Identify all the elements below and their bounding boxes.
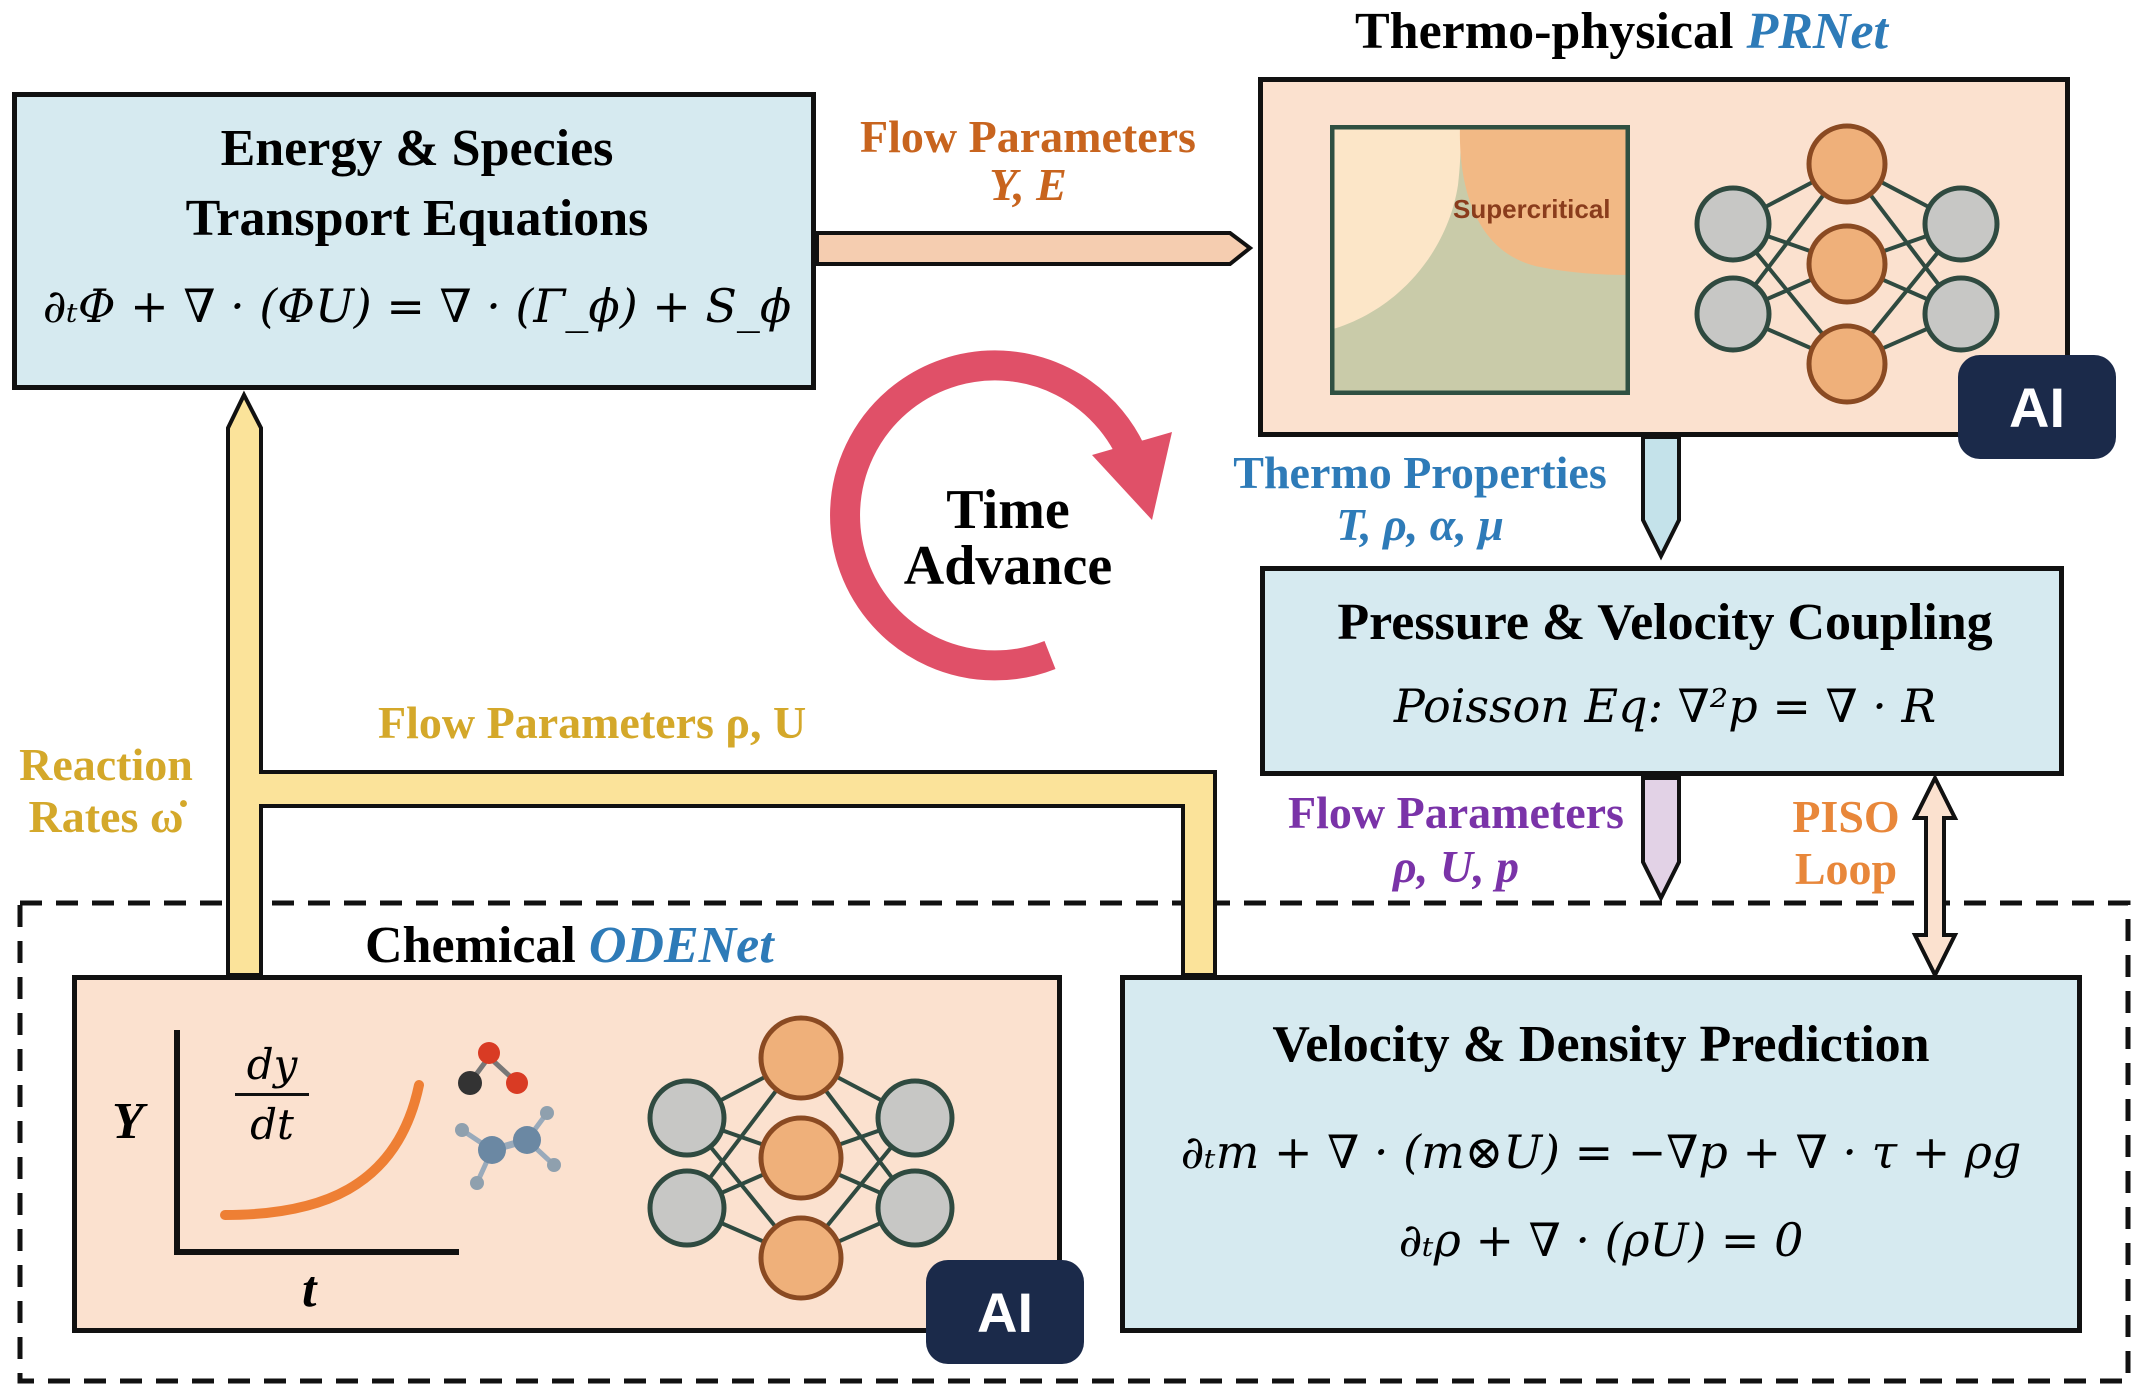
phase-diagram: [1330, 125, 1630, 395]
neural-network-icon: [1694, 123, 2000, 405]
thermo-prnet-box: Supercritical: [1258, 77, 2070, 437]
velocity-density-box: Velocity & Density Prediction ∂ₜm + ∇ · …: [1120, 975, 2082, 1333]
time-advance-line1: Time: [946, 479, 1070, 541]
flow-params-top-vars: Y, E: [989, 159, 1067, 210]
molecule-icons: [455, 1042, 561, 1190]
arrow-reaction-rates-path: [226, 390, 1217, 977]
thermo-heading-prefix: Thermo-physical: [1355, 3, 1747, 60]
pressure-box-title: Pressure & Velocity Coupling: [1337, 594, 1993, 651]
energy-box-title-line1: Energy & Species: [220, 120, 614, 177]
arrow-flow-rho-u-p: [1641, 776, 1681, 903]
velocity-box-eq1: ∂ₜm + ∇ · (m⊗U) = −∇p + ∇ · τ + ρg: [1180, 1125, 2022, 1179]
neural-network-icon: [647, 1015, 955, 1301]
supercritical-label: Supercritical: [1453, 194, 1611, 224]
chemical-ai-badge: AI: [926, 1260, 1084, 1364]
ai-region-dashed-border: [17, 900, 2131, 1384]
time-advance-arrowhead: [1092, 432, 1172, 520]
thermo-ai-badge: AI: [1958, 355, 2116, 459]
ode-curve-plot: [174, 1030, 459, 1255]
reaction-rates-line1: Reaction: [19, 739, 193, 790]
energy-box-equation: ∂ₜΦ + ∇ · (ΦU) = ∇ · (Γ_ϕ) + S_ϕ: [42, 279, 792, 333]
time-advance-cycle-icon: [830, 350, 1153, 681]
piso-line2: Loop: [1794, 843, 1898, 894]
flow-params-top-label: Flow Parameters: [860, 111, 1196, 162]
thermo-heading: Thermo-physical PRNet: [1355, 2, 1888, 61]
reaction-rates-line2: Rates ω̇: [28, 791, 184, 842]
thermo-properties-vars: T, ρ, α, μ: [1336, 499, 1504, 550]
velocity-box-eq2: ∂ₜρ + ∇ · (ρU) = 0: [1398, 1213, 1804, 1267]
ode-frac-numerator: dy: [246, 1040, 298, 1089]
ethylene-molecule-icon: [455, 1106, 561, 1190]
ode-frac-bar: [235, 1093, 309, 1096]
flow-params-right-label: Flow Parameters: [1288, 787, 1624, 838]
velocity-box-title: Velocity & Density Prediction: [1272, 1016, 1930, 1073]
ode-frac-denominator: dt: [250, 1100, 294, 1149]
chemical-odenet-box: Y t dy dt: [72, 975, 1062, 1333]
chemical-heading-name: ODENet: [588, 917, 774, 974]
pressure-box-equation: Poisson Eq: ∇²p = ∇ · R: [1393, 679, 1937, 733]
flow-params-right-vars: ρ, U, p: [1393, 841, 1519, 892]
arrow-flow-ye: [815, 231, 1254, 266]
co2-molecule-icon: [458, 1042, 528, 1095]
pressure-velocity-box: Pressure & Velocity Coupling Poisson Eq:…: [1260, 566, 2064, 776]
piso-line1: PISO: [1792, 791, 1900, 842]
flow-params-mid-label: Flow Parameters ρ, U: [378, 697, 807, 748]
thermo-heading-name: PRNet: [1746, 3, 1888, 60]
arrow-thermo-properties: [1641, 435, 1681, 561]
arrow-piso-loop: [1911, 773, 1959, 980]
time-advance-line2: Advance: [903, 535, 1113, 597]
chemical-heading: Chemical ODENet: [365, 916, 774, 975]
energy-species-box: Energy & Species Transport Equations ∂ₜΦ…: [12, 92, 816, 390]
energy-box-title-line2: Transport Equations: [185, 190, 649, 247]
thermo-properties-label: Thermo Properties: [1233, 447, 1607, 498]
ode-y-axis-label: Y: [112, 1093, 144, 1150]
ode-x-axis-label: t: [302, 1261, 317, 1318]
chemical-heading-prefix: Chemical: [365, 917, 589, 974]
